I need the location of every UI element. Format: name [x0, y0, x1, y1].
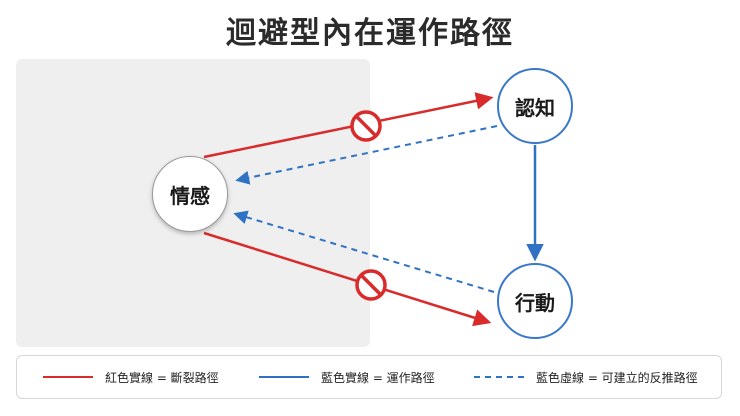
- blue-solid-line-swatch: [259, 376, 309, 378]
- legend: 紅色實線 = 斷裂路徑 藍色實線 = 運作路徑 藍色虛線 = 可建立的反推路徑: [16, 355, 722, 399]
- page-title: 迴避型內在運作路徑: [226, 16, 514, 51]
- node-action: 行動: [497, 263, 573, 339]
- legend-item-blue-solid: 藍色實線 = 運作路徑: [259, 356, 435, 398]
- red-solid-line-swatch: [43, 376, 93, 378]
- dashed-arrow-cognition-to-emotion: [235, 125, 498, 185]
- legend-label-blue-solid: 藍色實線 = 運作路徑: [321, 370, 435, 385]
- prohibited-icon: [350, 110, 382, 142]
- legend-item-blue-dashed: 藍色虛線 = 可建立的反推路徑: [474, 356, 698, 398]
- legend-label-blue-dashed: 藍色虛線 = 可建立的反推路徑: [536, 370, 698, 385]
- legend-label-red-solid: 紅色實線 = 斷裂路徑: [105, 370, 219, 385]
- node-emotion: 情感: [152, 156, 228, 232]
- node-cognition: 認知: [497, 68, 573, 144]
- broken-arrow-emotion-to-cognition: [203, 92, 494, 159]
- dashed-arrow-action-to-emotion: [233, 210, 495, 293]
- prohibited-icon: [355, 269, 387, 301]
- broken-arrow-emotion-to-action: [203, 231, 492, 327]
- blue-dashed-line-swatch: [474, 376, 524, 378]
- legend-item-red-solid: 紅色實線 = 斷裂路徑: [43, 356, 219, 398]
